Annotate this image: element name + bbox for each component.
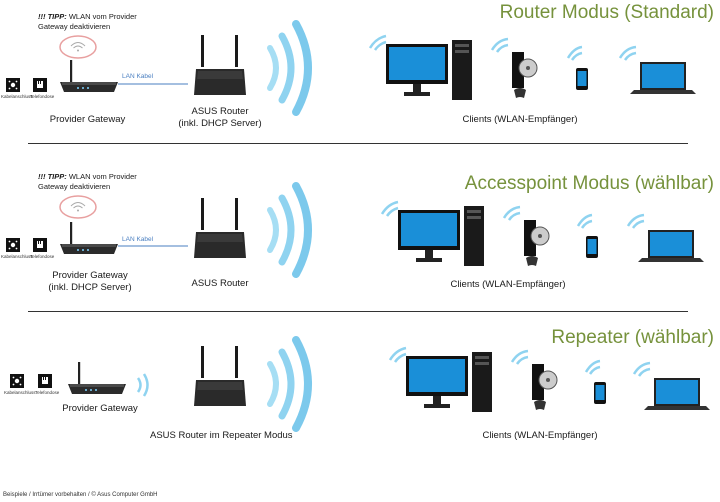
phone-socket-icon: [33, 238, 47, 252]
footer-disclaimer: Beispiele / Irrtümer vorbehalten / © Asu…: [3, 492, 158, 498]
tip-text: !!! TIPP: WLAN vom Provider Gateway deak…: [38, 172, 137, 191]
game-console-icon: [510, 349, 558, 410]
socket-label-phone: Telefondose: [30, 254, 55, 259]
socket-label-phone: Telefondose: [30, 94, 55, 99]
wifi-signal-icon: [267, 182, 312, 278]
lan-cable-label: LAN Kabel: [122, 236, 154, 243]
desktop-pc-icon: [368, 34, 472, 100]
socket-label-phone: Telefondose: [35, 390, 60, 395]
lan-cable-line: [118, 83, 188, 85]
clients-label: Clients (WLAN-Empfänger): [462, 114, 578, 125]
router-label: ASUS Router: [191, 278, 249, 289]
gateway-label: Provider Gateway (inkl. DHCP Server): [48, 270, 132, 293]
gateway-label: Provider Gateway: [62, 403, 138, 414]
phone-socket-icon: [38, 374, 52, 388]
phone-socket-icon: [33, 78, 47, 92]
provider-gateway-icon: [60, 60, 118, 92]
section-divider: [28, 311, 688, 312]
mode-title-router: Router Modus (Standard): [499, 2, 714, 23]
clients-label: Clients (WLAN-Empfänger): [450, 279, 566, 290]
gateway-label: Provider Gateway: [49, 114, 126, 125]
clients-label: Clients (WLAN-Empfänger): [482, 430, 598, 441]
smartphone-icon: [566, 45, 588, 90]
game-console-icon: [490, 37, 538, 98]
cable-socket-icon: [6, 238, 20, 252]
cable-socket-icon: [10, 374, 24, 388]
lan-cable-label: LAN Kabel: [122, 73, 154, 80]
lan-cable-line: [118, 245, 188, 247]
game-console-icon: [502, 205, 550, 266]
socket-label-cable: Kabelanschluss: [4, 390, 36, 395]
smartphone-icon: [576, 213, 598, 258]
mode-title-repeater: Repeater (wählbar): [551, 327, 714, 348]
laptop-icon: [618, 45, 696, 94]
mode-title-accesspoint: Accesspoint Modus (wählbar): [464, 173, 714, 194]
asus-router-icon: [194, 346, 246, 406]
desktop-pc-icon: [388, 346, 492, 412]
tip-circle-icon: [59, 35, 97, 59]
wifi-signal-icon: [267, 336, 312, 432]
asus-router-icon: [194, 198, 246, 258]
wifi-signal-icon: [267, 20, 312, 116]
laptop-icon: [626, 213, 704, 262]
section-divider: [28, 143, 688, 144]
cable-socket-icon: [6, 78, 20, 92]
provider-gateway-icon: [60, 222, 118, 254]
desktop-pc-icon: [380, 200, 484, 266]
provider-gateway-icon: [68, 362, 126, 394]
gateway-wifi-icon: [136, 373, 149, 397]
router-label: ASUS Router (inkl. DHCP Server): [178, 106, 262, 129]
router-label: ASUS Router im Repeater Modus: [150, 430, 293, 441]
tip-text: !!! TIPP: WLAN vom Provider Gateway deak…: [38, 12, 137, 31]
asus-router-icon: [194, 35, 246, 95]
laptop-icon: [632, 361, 710, 410]
socket-label-cable: Kabelanschluss: [1, 254, 33, 259]
socket-label-cable: Kabelanschluss: [1, 94, 33, 99]
smartphone-icon: [584, 359, 606, 404]
tip-circle-icon: [59, 195, 97, 219]
